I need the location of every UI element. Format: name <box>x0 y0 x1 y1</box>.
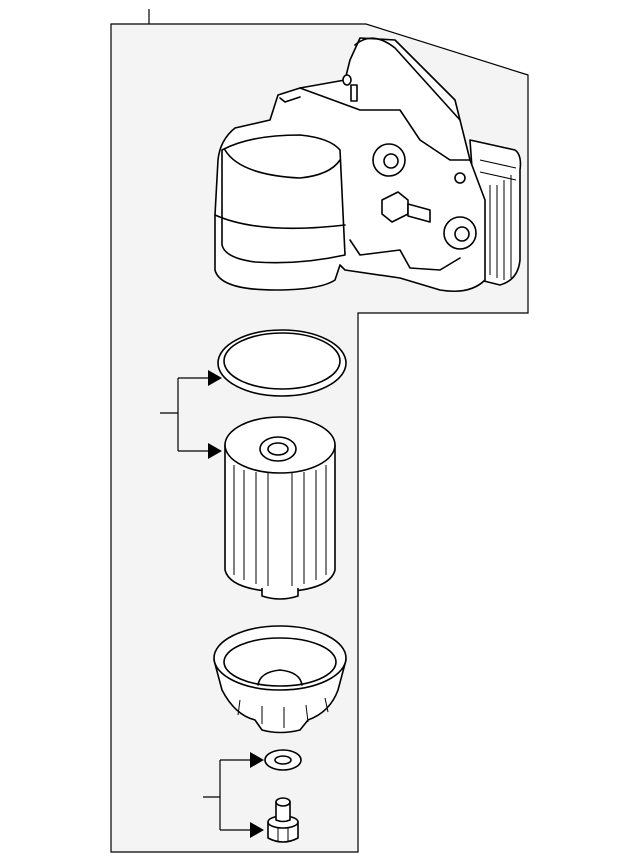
arrow-head-icon <box>208 370 222 386</box>
bracket-lower <box>203 752 264 838</box>
filter-cap-icon <box>213 625 347 734</box>
oil-filter-element-icon <box>224 416 336 600</box>
arrow-head-icon <box>250 752 264 768</box>
oil-filter-housing-icon <box>214 37 522 293</box>
o-ring-gasket-icon <box>217 329 347 397</box>
bracket-upper <box>160 370 222 459</box>
arrow-head-icon <box>250 822 264 838</box>
arrow-head-icon <box>208 443 222 459</box>
drain-plug-icon <box>267 797 299 843</box>
washer-icon <box>264 749 302 771</box>
